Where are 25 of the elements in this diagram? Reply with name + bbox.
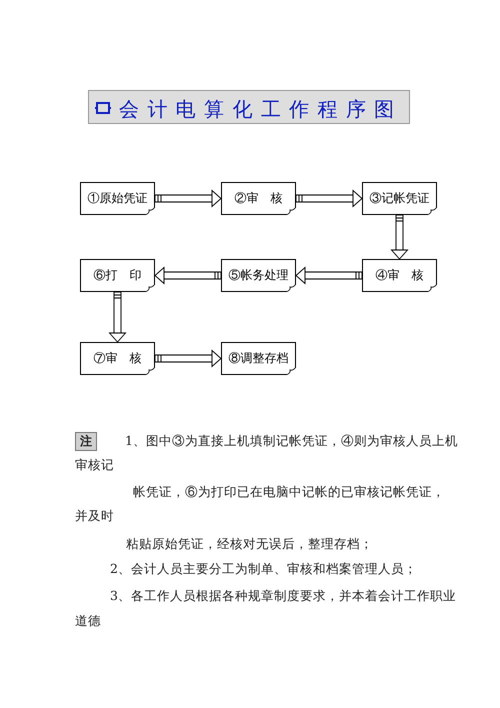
note-text: 并及时 bbox=[75, 508, 114, 525]
note-box: ④审 核 bbox=[362, 259, 437, 292]
note-text: 道德 bbox=[75, 613, 101, 630]
block-arrow bbox=[154, 267, 222, 284]
note-text: 审核记 bbox=[75, 457, 114, 474]
block-arrow bbox=[154, 190, 222, 207]
note-box: ⑤帐务处理 bbox=[221, 259, 296, 292]
note-text: 帐凭证，⑥为打印已在电脑中记帐的已审核记帐凭证， bbox=[133, 484, 445, 501]
note-box: ⑧调整存档 bbox=[221, 342, 296, 375]
note-box: ①原始凭证 bbox=[80, 182, 155, 215]
note-box: ②审 核 bbox=[221, 182, 296, 215]
block-arrow bbox=[109, 292, 126, 342]
title: 会 计 电 算 化 工 作 程 序 图 bbox=[119, 96, 396, 123]
block-arrow bbox=[296, 267, 362, 284]
block-arrow bbox=[154, 350, 222, 367]
note-box: ③记帐凭证 bbox=[362, 182, 437, 215]
note-badge: 注 bbox=[75, 432, 97, 451]
note-text: 2、会计人员主要分工为制单、审核和档案管理人员； bbox=[110, 561, 417, 578]
note-text: 粘贴原始凭证，经核对无误后，整理存档； bbox=[126, 536, 373, 553]
note-box: ⑥打 印 bbox=[80, 259, 155, 292]
note-box: ⑦审 核 bbox=[80, 342, 155, 375]
note-text: 1、图中③为直接上机填制记帐凭证，④则为审核人员上机 bbox=[125, 433, 458, 450]
block-arrow bbox=[391, 214, 408, 260]
block-arrow bbox=[296, 190, 362, 207]
note-text: 3、各工作人员根据各种规章制度要求，并本着会计工作职业 bbox=[110, 588, 456, 605]
